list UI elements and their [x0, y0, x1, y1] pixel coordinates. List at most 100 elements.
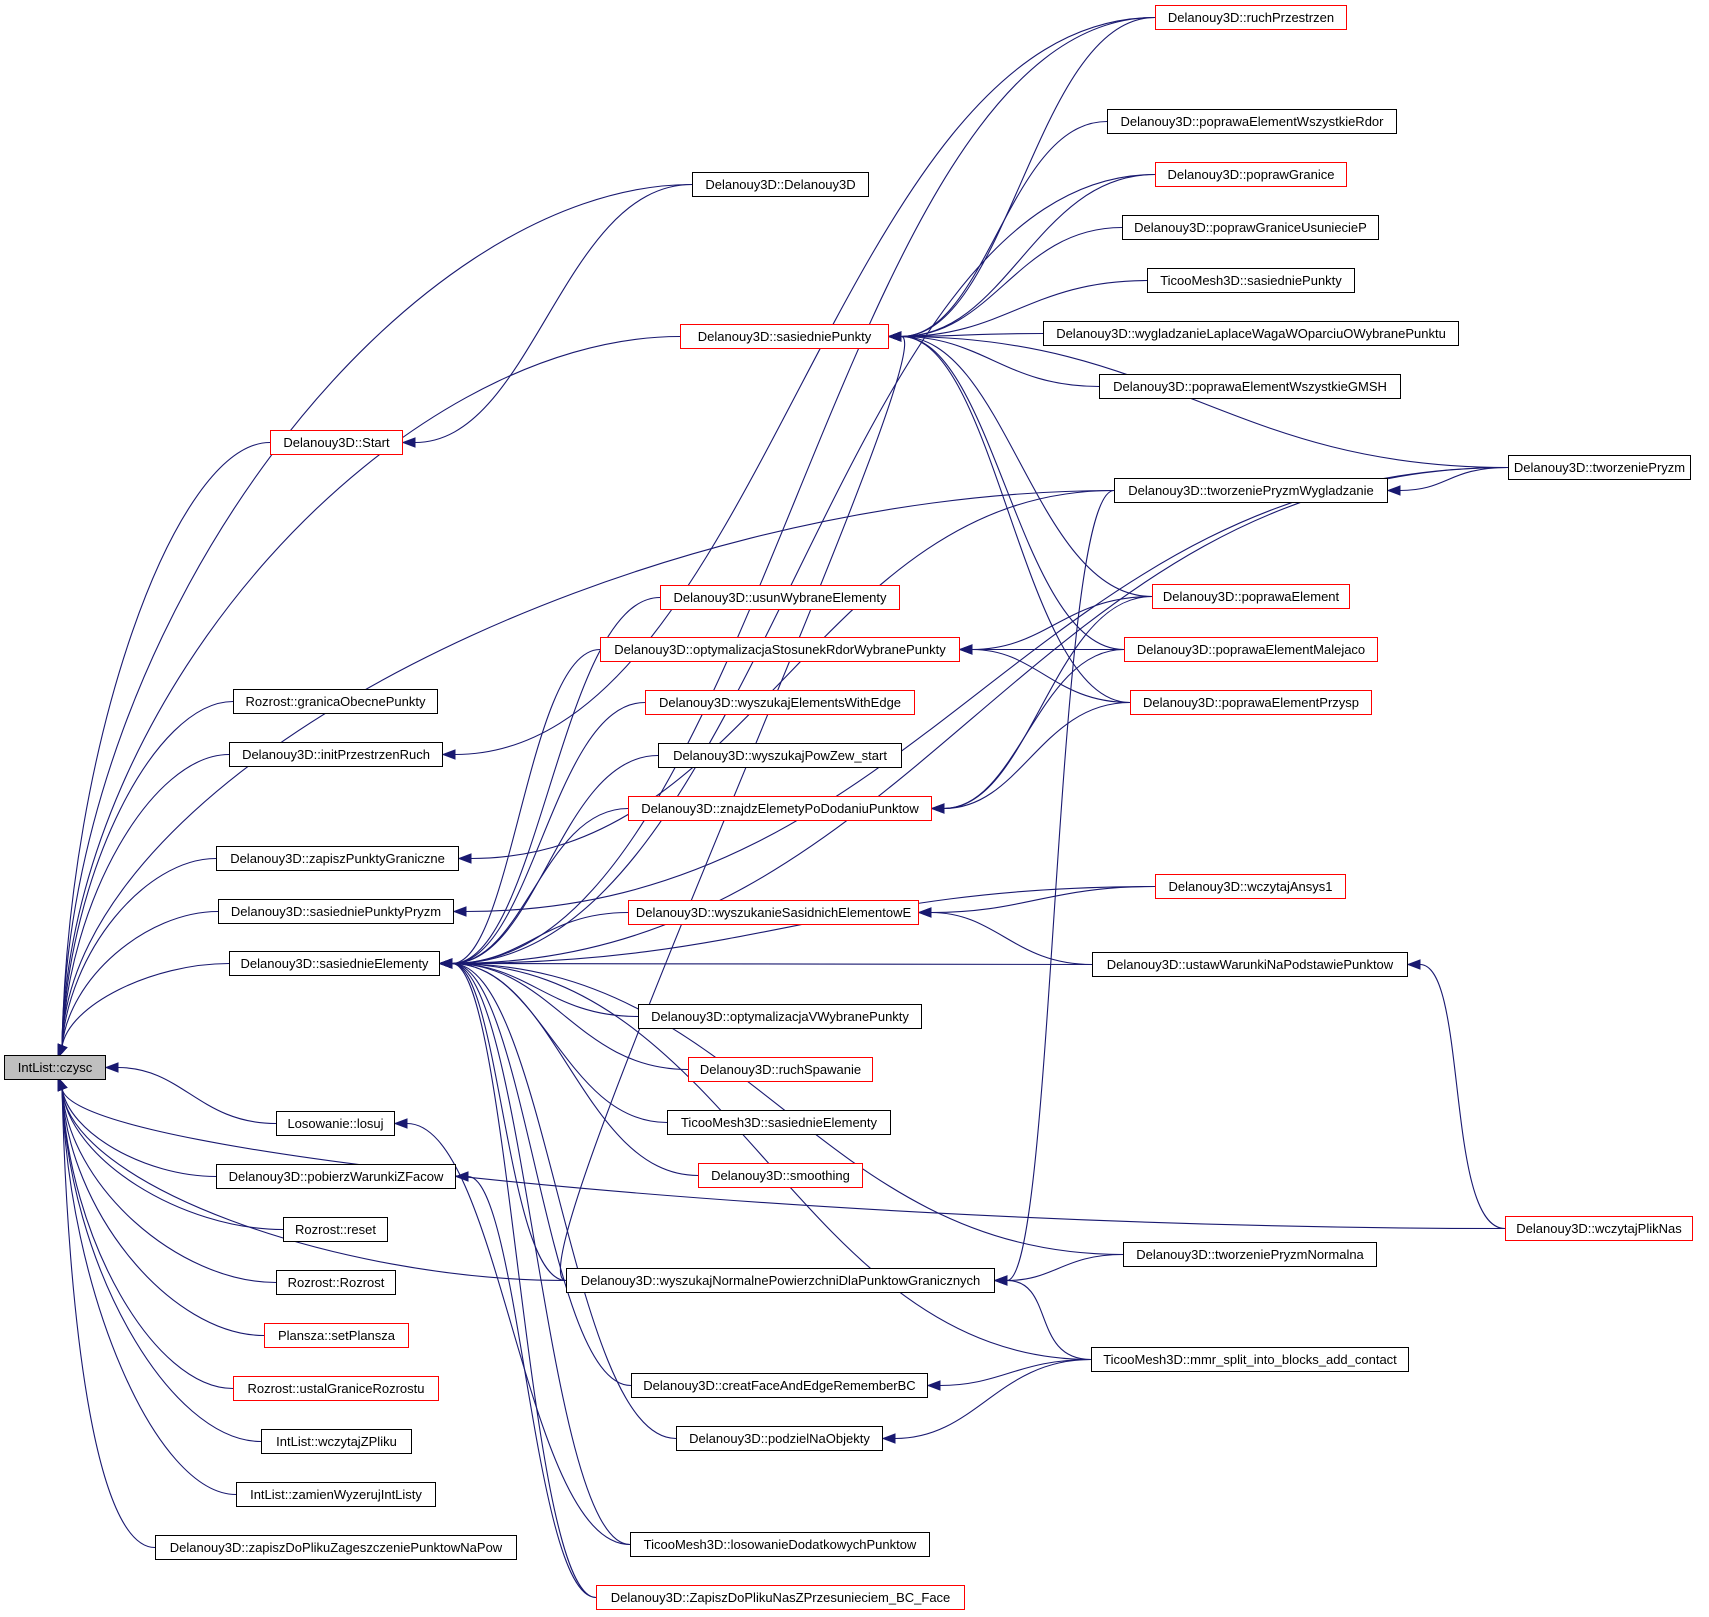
edge-delanouy3d_ctor-to-start — [414, 183, 693, 444]
graph-node-delanouy3d_ctor[interactable]: Delanouy3D::Delanouy3D — [692, 172, 869, 197]
edge-wczAnsys-to-wyszSas — [930, 885, 1156, 914]
graph-node-zapiszDoPliku[interactable]: Delanouy3D::zapiszDoPlikuZageszczeniePun… — [155, 1535, 517, 1560]
graph-node-optV[interactable]: Delanouy3D::optymalizacjaVWybranePunkty — [638, 1004, 922, 1029]
graph-node-zapiszNas[interactable]: Delanouy3D::ZapiszDoPlikuNasZPrzesunieci… — [596, 1585, 965, 1610]
graph-node-losuj[interactable]: Losowanie::losuj — [276, 1111, 395, 1136]
graph-node-ustalGranice[interactable]: Rozrost::ustalGraniceRozrostu — [233, 1376, 439, 1401]
edge-sasPryzm-to-czysc — [61, 910, 219, 1048]
edge-wczNas-to-czysc — [61, 1087, 1506, 1230]
edge-ustaw-to-wyszSas — [930, 911, 1093, 966]
graph-node-zamien[interactable]: IntList::zamienWyzerujIntListy — [236, 1482, 436, 1507]
arrowhead-mmr-to-creatFace — [926, 1380, 941, 1391]
edge-ruchPrz-to-sasElem — [451, 16, 1156, 965]
arrowhead-twPryzm-to-twPryzmWygl — [1386, 485, 1401, 496]
graph-node-wyszEdge[interactable]: Delanouy3D::wyszukajElementsWithEdge — [645, 690, 915, 715]
arrowhead-twPryzmWygl-to-zapiszPunkty — [457, 853, 472, 864]
arrowhead-ruchPrz-to-initPrzestrzen — [441, 749, 456, 760]
graph-node-wczNas[interactable]: Delanouy3D::wczytajPlikNas — [1505, 1216, 1693, 1241]
edge-pobierz-to-czysc — [61, 1087, 217, 1178]
edge-wyszNorm-to-czysc — [61, 1087, 567, 1282]
edge-zamien-to-czysc — [61, 1087, 237, 1496]
edge-wyszEdge-to-sasElem — [451, 701, 646, 965]
edge-creatFace-to-sasElem — [451, 962, 632, 1387]
graph-node-pobierz[interactable]: Delanouy3D::pobierzWarunkiZFacow — [216, 1164, 456, 1189]
graph-node-ruchSpaw[interactable]: Delanouy3D::ruchSpawanie — [688, 1057, 873, 1082]
edge-wczNas-to-ustaw — [1419, 963, 1506, 1230]
graph-node-wyszSas[interactable]: Delanouy3D::wyszukanieSasidnichElementow… — [628, 900, 919, 925]
graph-node-rozrost[interactable]: Rozrost::Rozrost — [276, 1270, 396, 1295]
graph-node-ticooSasPkt[interactable]: TicooMesh3D::sasiedniePunkty — [1147, 268, 1355, 293]
graph-node-reset[interactable]: Rozrost::reset — [283, 1217, 388, 1242]
edge-wyszNorm-to-sasElem — [451, 962, 567, 1282]
graph-node-popGrUs[interactable]: Delanouy3D::poprawGraniceUsuniecieP — [1122, 215, 1379, 240]
arrowhead-twPryzmWygl-to-wyszNorm — [993, 1275, 1008, 1286]
arrowhead-popPrz-to-znajdz — [930, 803, 945, 814]
edge-zapiszNas-to-pobierz — [467, 1175, 597, 1599]
arrowhead-ustaw-to-wyszSas — [917, 907, 932, 918]
graph-node-ustaw[interactable]: Delanouy3D::ustawWarunkiNaPodstawiePunkt… — [1092, 952, 1408, 977]
graph-node-sasPryzm[interactable]: Delanouy3D::sasiedniePunktyPryzm — [218, 899, 454, 924]
graph-node-start[interactable]: Delanouy3D::Start — [270, 430, 403, 455]
edge-popPrz-to-znajdz — [943, 701, 1131, 810]
graph-node-sasElem[interactable]: Delanouy3D::sasiednieElementy — [229, 951, 440, 976]
graph-node-initPrzestrzen[interactable]: Delanouy3D::initPrzestrzenRuch — [229, 742, 443, 767]
arrowhead-ticooLos-to-losuj — [393, 1118, 408, 1129]
edge-initPrzestrzen-to-czysc — [61, 753, 230, 1048]
edge-setPlansza-to-czysc — [61, 1087, 265, 1337]
edge-losuj-to-czysc — [117, 1066, 277, 1125]
edge-podziel-to-sasElem — [451, 962, 677, 1440]
graph-node-wczytajZPliku[interactable]: IntList::wczytajZPliku — [261, 1429, 412, 1454]
graph-node-wygl[interactable]: Delanouy3D::wygladzanieLaplaceWagaWOparc… — [1043, 321, 1459, 346]
graph-node-popMal[interactable]: Delanouy3D::poprawaElementMalejaco — [1124, 637, 1378, 662]
arrowhead-losuj-to-czysc — [104, 1062, 119, 1073]
edge-popPrz-to-sasPunkty — [900, 335, 1131, 704]
graph-node-popGMSH[interactable]: Delanouy3D::poprawaElementWszystkieGMSH — [1099, 374, 1401, 399]
edge-granica-to-czysc — [61, 700, 234, 1048]
graph-node-setPlansza[interactable]: Plansza::setPlansza — [264, 1323, 409, 1348]
graph-node-wyszNorm[interactable]: Delanouy3D::wyszukajNormalnePowierzchniD… — [566, 1268, 995, 1293]
graph-node-twPryzmWygl[interactable]: Delanouy3D::tworzeniePryzmWygladzanie — [1114, 478, 1388, 503]
graph-node-popGranice[interactable]: Delanouy3D::poprawGranice — [1155, 162, 1347, 187]
edge-mmr-to-podziel — [894, 1358, 1092, 1440]
arrowhead-zapiszNas-to-pobierz — [454, 1171, 469, 1182]
edge-popPrz-to-optStos — [971, 648, 1131, 704]
edge-sasPunkty-to-czysc — [61, 335, 681, 1048]
graph-node-znajdz[interactable]: Delanouy3D::znajdzElemetyPoDodaniuPunkto… — [628, 796, 932, 821]
edge-twPryzmNorm-to-sasElem — [451, 962, 1124, 1256]
graph-node-wyszPowZew[interactable]: Delanouy3D::wyszukajPowZew_start — [658, 743, 902, 768]
edge-ticooLos-to-sasElem — [451, 962, 631, 1546]
graph-node-ticooSasElem[interactable]: TicooMesh3D::sasiednieElementy — [667, 1110, 891, 1135]
graph-node-popPrz[interactable]: Delanouy3D::poprawaElementPrzysp — [1130, 690, 1372, 715]
graph-node-popElem[interactable]: Delanouy3D::poprawaElement — [1152, 584, 1350, 609]
edge-znajdz-to-sasElem — [451, 807, 629, 965]
edge-twPryzmWygl-to-zapiszPunkty — [470, 489, 1115, 860]
graph-node-twPryzm[interactable]: Delanouy3D::tworzeniePryzm — [1508, 455, 1691, 480]
graph-node-podziel[interactable]: Delanouy3D::podzielNaObjekty — [676, 1426, 883, 1451]
arrowhead-twPryzm-to-sasPryzm — [452, 906, 467, 917]
graph-node-optStos[interactable]: Delanouy3D::optymalizacjaStosunekRdorWyb… — [600, 637, 960, 662]
graph-node-popElemWszRdor[interactable]: Delanouy3D::poprawaElementWszystkieRdor — [1107, 109, 1397, 134]
arrowhead-popPrz-to-optStos — [958, 644, 973, 655]
graph-node-sasPunkty[interactable]: Delanouy3D::sasiedniePunkty — [680, 324, 889, 349]
edge-popGMSH-to-sasPunkty — [900, 335, 1100, 388]
graph-node-creatFace[interactable]: Delanouy3D::creatFaceAndEdgeRememberBC — [631, 1373, 928, 1398]
edge-mmr-to-sasElem — [451, 962, 1092, 1361]
edge-popElem-to-sasPunkty — [900, 335, 1153, 598]
edge-ticooLos-to-losuj — [406, 1122, 631, 1546]
edge-ruchSpaw-to-sasElem — [451, 962, 689, 1071]
edge-popMal-to-sasPunkty — [900, 335, 1125, 651]
graph-node-czysc[interactable]: IntList::czysc — [4, 1055, 106, 1080]
arrowhead-wczNas-to-ustaw — [1406, 959, 1421, 970]
graph-node-zapiszPunkty[interactable]: Delanouy3D::zapiszPunktyGraniczne — [216, 846, 459, 871]
arrowhead-wczAnsys-to-sasElem — [438, 958, 453, 969]
graph-node-mmr[interactable]: TicooMesh3D::mmr_split_into_blocks_add_c… — [1091, 1347, 1409, 1372]
graph-node-twPryzmNorm[interactable]: Delanouy3D::tworzeniePryzmNormalna — [1123, 1242, 1377, 1267]
graph-node-smoothing[interactable]: Delanouy3D::smoothing — [698, 1163, 863, 1188]
graph-node-wczAnsys[interactable]: Delanouy3D::wczytajAnsys1 — [1155, 874, 1346, 899]
arrowhead-wczNas-to-czysc — [57, 1076, 68, 1092]
graph-node-granica[interactable]: Rozrost::granicaObecnePunkty — [233, 689, 438, 714]
graph-node-ticooLos[interactable]: TicooMesh3D::losowanieDodatkowychPunktow — [630, 1532, 930, 1557]
graph-node-ruchPrz[interactable]: Delanouy3D::ruchPrzestrzen — [1155, 5, 1347, 30]
graph-node-usun[interactable]: Delanouy3D::usunWybraneElementy — [660, 585, 900, 610]
